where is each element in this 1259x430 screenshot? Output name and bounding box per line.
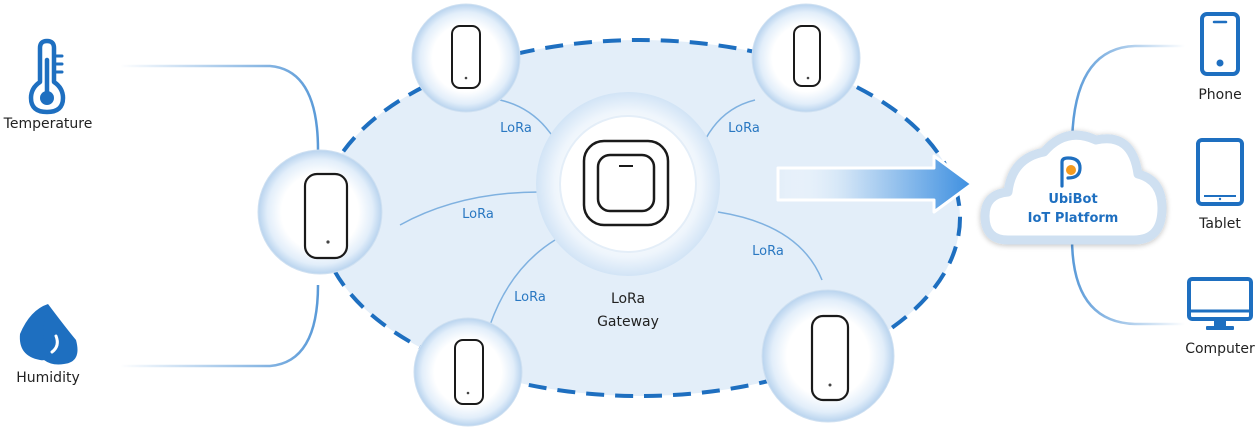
platform-name: IoT Platform bbox=[1028, 211, 1119, 226]
lora-link-line bbox=[489, 239, 556, 326]
humidity-link-line bbox=[120, 284, 320, 368]
phone-icon bbox=[1200, 12, 1240, 76]
water-drop-icon bbox=[19, 304, 78, 365]
phone-link-line bbox=[1070, 44, 1185, 149]
lora-gateway bbox=[536, 92, 720, 276]
phone-label: Phone bbox=[1198, 87, 1241, 103]
computer-link-line bbox=[1070, 237, 1185, 326]
ubibot-logo bbox=[1060, 156, 1082, 188]
tablet-icon bbox=[1196, 138, 1244, 206]
tablet-label: Tablet bbox=[1198, 216, 1241, 232]
sensor-device-icon bbox=[810, 314, 850, 402]
sensor-node-top-left bbox=[411, 3, 521, 113]
sensor-node-left bbox=[257, 149, 383, 275]
lora-link-label: LoRa bbox=[514, 290, 546, 305]
gateway-label-line1: LoRa bbox=[611, 291, 645, 307]
computer-icon bbox=[1187, 277, 1253, 330]
platform-brand: UbiBot bbox=[1048, 192, 1097, 207]
lora-link-label: LoRa bbox=[752, 244, 784, 259]
data-flow-arrow bbox=[776, 154, 974, 214]
temperature-link-line bbox=[120, 64, 320, 151]
lora-link-label: LoRa bbox=[728, 121, 760, 136]
sensor-node-top-right bbox=[751, 3, 861, 113]
lora-link-line bbox=[704, 99, 756, 141]
sensor-node-bottom-right bbox=[761, 289, 895, 423]
sensor-node-bottom-left bbox=[413, 317, 523, 427]
sensor-device-icon bbox=[303, 172, 349, 260]
thermometer-icon bbox=[28, 38, 66, 115]
sensor-device-icon bbox=[454, 339, 484, 405]
temperature-label: Temperature bbox=[3, 116, 93, 132]
sensor-device-icon bbox=[793, 25, 821, 87]
cloud-icon bbox=[980, 130, 1167, 245]
sensor-device-icon bbox=[451, 25, 481, 89]
gateway-label-line2: Gateway bbox=[597, 314, 659, 330]
lora-link-line bbox=[717, 211, 823, 281]
humidity-label: Humidity bbox=[16, 370, 79, 386]
computer-label: Computer bbox=[1185, 341, 1255, 357]
lora-link-label: LoRa bbox=[462, 207, 494, 222]
lora-link-label: LoRa bbox=[500, 121, 532, 136]
lora-link-line bbox=[399, 191, 541, 226]
